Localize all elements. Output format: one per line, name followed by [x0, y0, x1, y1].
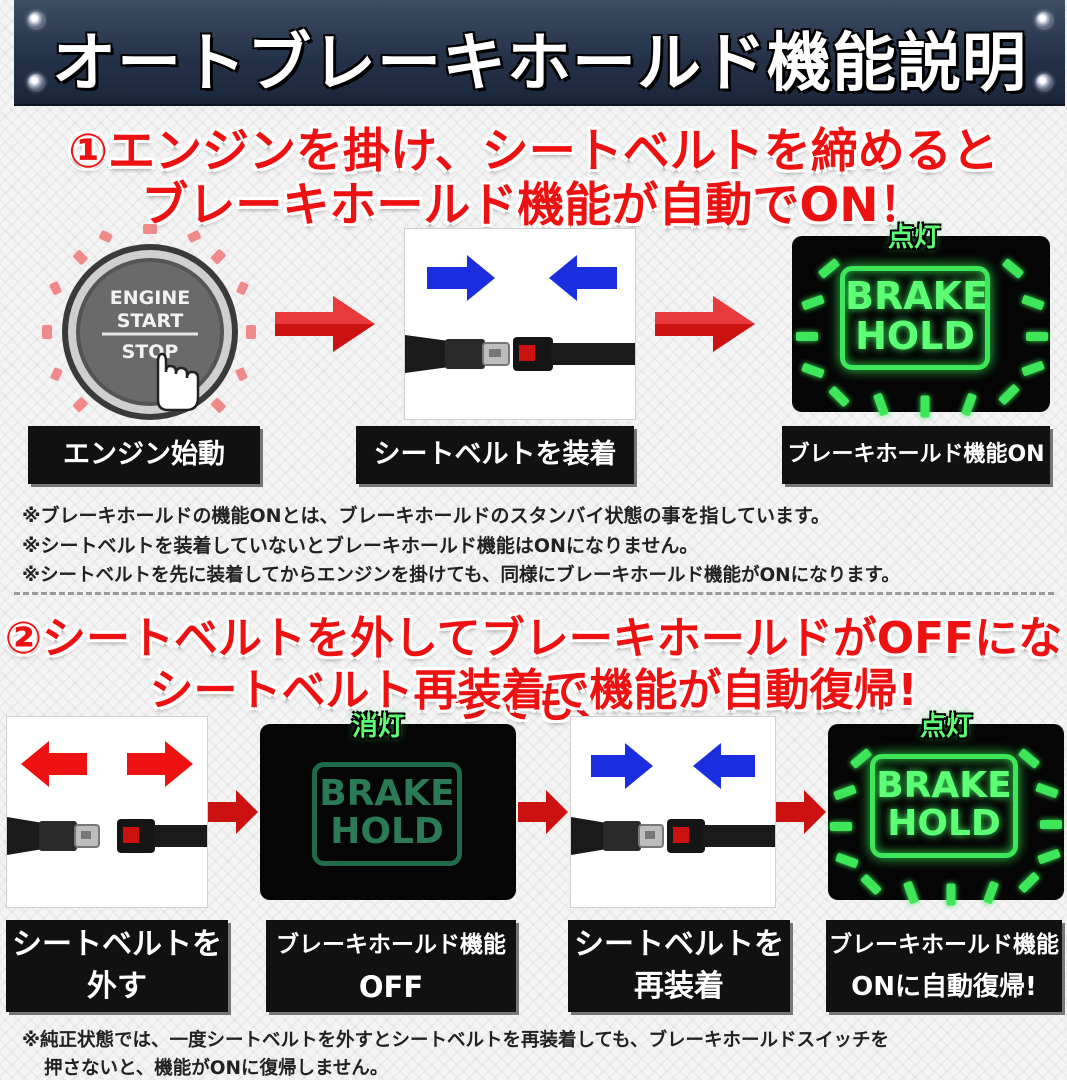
label-line: 再装着 [634, 969, 724, 1004]
label-line: ブレーキホールド機能 [829, 932, 1059, 958]
red-arrow-icon [208, 790, 258, 834]
brake-text: BRAKE [845, 274, 989, 318]
note-line: ※シートベルトを先に装着してからエンジンを掛けても、同様にブレーキホールド機能が… [22, 565, 900, 586]
note-line: ※ブレーキホールドの機能ONとは、ブレーキホールドのスタンバイ状態の事を指してい… [22, 505, 831, 527]
seatbelt-refasten-panel [570, 716, 776, 908]
glow-dash [796, 332, 818, 341]
note-line: ※シートベルトを装着していないとブレーキホールド機能はONになりません。 [22, 535, 699, 557]
header-banner: オートブレーキホールド機能説明 [14, 0, 1065, 106]
indicator-lit-label: 点灯 [888, 223, 941, 253]
glow-dash [1021, 360, 1045, 377]
label-brake-hold-off: ブレーキホールド機能 OFF [266, 920, 516, 1012]
hold-text: HOLD [330, 810, 444, 852]
brake-hold-indicator-lit: BRAKE HOLD [828, 724, 1064, 906]
red-arrow-icon [518, 790, 568, 834]
label-seatbelt-fasten: シートベルトを装着 [356, 426, 634, 484]
glow-dash [860, 873, 882, 896]
glow-dash [1001, 257, 1025, 280]
seatbelt-fasten-panel [404, 228, 636, 420]
brake-hold-box: BRAKE HOLD [870, 754, 1018, 858]
glow-dash [920, 395, 930, 418]
glow-dash [801, 294, 825, 311]
engine-text-line2: START [117, 310, 184, 332]
glow-dash [817, 257, 841, 280]
brake-text: BRAKE [876, 765, 1012, 806]
seatbelt-buckle-icon [405, 335, 635, 373]
glow-dash [830, 822, 852, 831]
glow-dash [835, 852, 859, 869]
glow-dash [998, 383, 1020, 406]
blue-arrows-inward-icon [591, 743, 755, 789]
section2-heading-line2: シートベルト再装着で機能が自動復帰! [149, 665, 918, 716]
glow-dash [1017, 747, 1041, 770]
hold-text: HOLD [855, 313, 975, 358]
glow-dash [849, 747, 873, 770]
sparkle-icon [28, 12, 44, 28]
glow-dash [1037, 848, 1061, 865]
pointing-hand-icon [156, 352, 200, 412]
red-arrow-icon [776, 790, 826, 834]
label-brake-hold-on: ブレーキホールド機能ON [782, 426, 1050, 484]
brake-text: BRAKE [319, 773, 455, 814]
engine-start-button-icon: ENGINE START STOP [42, 224, 256, 438]
glow-dash [801, 362, 825, 379]
label-line: ONに自動復帰! [851, 972, 1037, 1002]
label-line: ブレーキホールド機能 [276, 932, 506, 958]
hold-text: HOLD [887, 802, 1001, 844]
footnote-line1: ※純正状態では、一度シートベルトを外すとシートベルトを再装着しても、ブレーキホー… [22, 1030, 889, 1051]
glow-dash [828, 385, 850, 408]
sparkle-icon [1036, 12, 1052, 28]
seatbelt-buckle-icon [571, 817, 775, 855]
red-arrows-outward-icon [21, 741, 193, 787]
label-seatbelt-refasten: シートベルトを 再装着 [568, 920, 790, 1012]
label-brake-hold-auto-restore: ブレーキホールド機能 ONに自動復帰! [826, 920, 1062, 1012]
page-title: オートブレーキホールド機能説明 [52, 27, 1027, 101]
section1-heading-line1: ①エンジンを掛け、シートベルトを締めると [68, 124, 999, 179]
glow-dash [1018, 871, 1040, 894]
glow-dash [1040, 820, 1062, 829]
glow-dash [833, 784, 857, 801]
engine-text-line1: ENGINE [110, 287, 190, 309]
seatbelt-buckle-icon [7, 817, 207, 855]
blue-arrows-inward-icon [427, 255, 617, 301]
label-line: OFF [358, 970, 424, 1004]
indicator-off-label: 消灯 [352, 712, 405, 742]
glow-dash [1026, 332, 1048, 341]
label-seatbelt-remove: シートベルトを 外す [6, 920, 228, 1012]
brake-hold-box-dim: BRAKE HOLD [312, 762, 462, 866]
seatbelt-unfasten-panel [6, 716, 208, 908]
engine-text-line3: STOP [122, 341, 179, 363]
footnote-line2: 押さないと、機能がONに復帰しません。 [44, 1058, 389, 1079]
section-divider [14, 592, 1054, 595]
label-line: 外す [87, 969, 147, 1004]
label-line: シートベルトを [574, 927, 784, 962]
label-engine-start: エンジン始動 [28, 426, 260, 484]
brake-hold-indicator-lit: BRAKE HOLD [792, 236, 1050, 418]
glow-dash [946, 883, 956, 906]
red-arrow-icon [655, 296, 755, 352]
red-arrow-icon [275, 296, 375, 352]
sparkle-icon [28, 74, 44, 90]
glow-dash [1021, 294, 1045, 311]
glow-dash [1035, 782, 1059, 799]
label-line: シートベルトを [12, 927, 222, 962]
indicator-lit-label: 点灯 [920, 712, 973, 742]
brake-hold-indicator-off: BRAKE HOLD [260, 724, 516, 900]
brake-hold-box: BRAKE HOLD [840, 266, 990, 370]
section1-heading-line2: ブレーキホールド機能が自動でON！ [141, 178, 926, 233]
sparkle-icon [1036, 74, 1052, 90]
